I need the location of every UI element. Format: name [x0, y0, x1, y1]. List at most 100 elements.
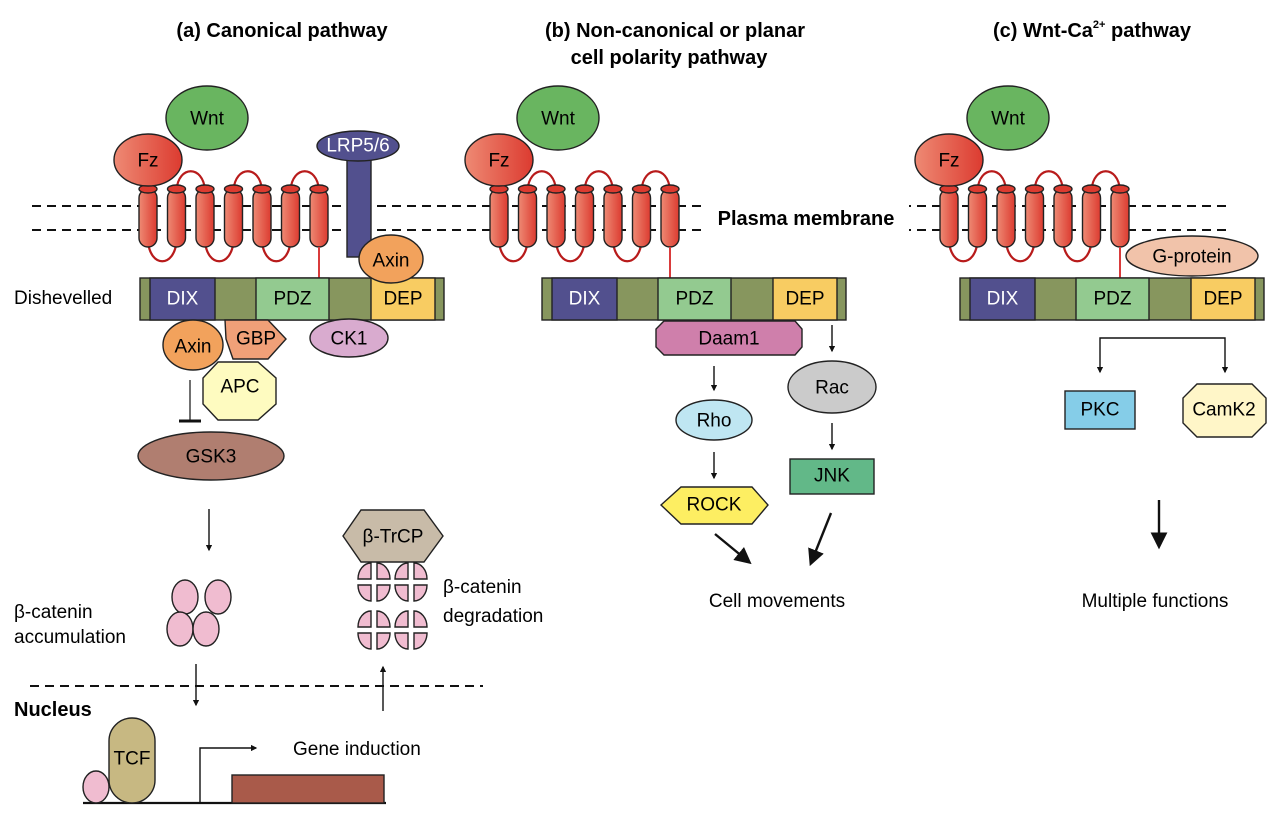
lrp-stem [346, 151, 372, 258]
transmembrane-helix [939, 188, 959, 248]
camk2-label: CamK2 [1192, 400, 1255, 421]
gene-induction-label: Gene induction [293, 739, 421, 760]
rac-label: Rac [815, 378, 849, 399]
intracellular-loop [1004, 240, 1036, 263]
arrow-jnk-to-movement [808, 512, 833, 567]
transmembrane-helix [252, 188, 272, 248]
dix-domain-label: DIX [167, 289, 199, 310]
gbp: GBP [224, 319, 287, 360]
catenin-fragment [394, 584, 409, 602]
nucleus-label: Nucleus [14, 699, 92, 721]
helix-top [1053, 184, 1073, 194]
intracellular-loop [203, 240, 235, 263]
dix-domain-label: DIX [987, 289, 1019, 310]
helix-top [967, 184, 988, 194]
rock-label: ROCK [687, 495, 742, 516]
transmembrane-helix [517, 188, 538, 248]
intracellular-loop [497, 240, 529, 263]
helix-top [280, 184, 301, 194]
dix-domain [551, 277, 618, 321]
gsk3-label: GSK3 [186, 447, 237, 468]
extracellular-loop [526, 170, 558, 191]
axin-complex-shape [162, 319, 224, 371]
plasma-membrane-label: Plasma membrane [718, 208, 895, 230]
wnt-label: Wnt [190, 109, 225, 130]
catenin-fragment [394, 610, 409, 628]
transmembrane-helix [967, 188, 988, 248]
transmembrane-helix [1081, 188, 1102, 248]
fz-shape [113, 133, 183, 187]
transmembrane-helix [195, 188, 215, 248]
camk2-shape [1182, 383, 1267, 438]
g-protein-label: G-protein [1152, 247, 1231, 268]
helix-top [1081, 184, 1102, 194]
extracellular-loop [1033, 170, 1065, 191]
intracellular-loop [554, 240, 586, 263]
transmembrane-helix [996, 188, 1016, 248]
ck1: CK1 [309, 318, 389, 358]
accumulation-label-line1: β-catenin [14, 602, 93, 623]
catenin-fragment [376, 562, 391, 580]
pdz-domain-label: PDZ [676, 289, 714, 310]
transmembrane-helix [223, 188, 244, 248]
catenin-fragment [413, 562, 428, 580]
transmembrane-helix [574, 188, 595, 248]
jnk-label: JNK [814, 466, 850, 487]
extracellular-loop [1090, 170, 1122, 191]
transmembrane-helix [166, 188, 187, 248]
extracellular-loop [232, 170, 264, 191]
helix-top [223, 184, 244, 194]
transmembrane-helix [603, 188, 623, 248]
wnt-label: Wnt [541, 109, 576, 130]
camk2: CamK2 [1182, 383, 1267, 438]
transmembrane-helix [660, 188, 680, 248]
tcf-shape [108, 717, 156, 804]
catenin-fragment [357, 562, 372, 580]
gbp-label: GBP [236, 329, 276, 350]
transmembrane-helix [631, 188, 652, 248]
title-noncanonical-line2: cell polarity pathway [571, 47, 769, 69]
catenin-fragment [357, 632, 372, 650]
fz-label: Fz [488, 151, 509, 172]
arrow-rock-to-movement [714, 533, 752, 565]
pdz-domain [657, 277, 732, 321]
rock: ROCK [659, 486, 769, 525]
extracellular-loop [175, 170, 207, 191]
arrow-split-to-camk2 [1160, 337, 1229, 374]
title-calcium: (c) Wnt-Ca2+ pathway [993, 19, 1192, 42]
catenin-fragment [376, 584, 391, 602]
catenin-fragment [413, 632, 428, 650]
beta-catenin-accumulated [166, 579, 232, 647]
helix-top [631, 184, 652, 194]
axin-complex: Axin [162, 319, 224, 371]
helix-top [660, 184, 680, 194]
accumulation-label-line2: accumulation [14, 627, 126, 648]
title-calcium-superscript: 2+ [1093, 19, 1106, 31]
helix-top [574, 184, 595, 194]
lrp5-6: LRP5/6 [316, 130, 400, 258]
ck1-shape [309, 318, 389, 358]
helix-top [517, 184, 538, 194]
dishevelled-bar: DIX PDZ DEP [139, 277, 445, 321]
gsk3: GSK3 [137, 431, 285, 481]
wnt-label: Wnt [991, 109, 1026, 130]
intracellular-loop [260, 240, 292, 263]
dep-domain-label: DEP [785, 289, 824, 310]
transmembrane-helix [138, 188, 158, 248]
pkc-label: PKC [1080, 400, 1119, 421]
dishevelled-label: Dishevelled [14, 288, 112, 309]
helix-top [252, 184, 272, 194]
catenin-fragment [413, 610, 428, 628]
rock-shape [659, 486, 769, 525]
helix-top [309, 184, 329, 194]
catenin-fragment [357, 610, 372, 628]
degradation-label-line1: β-catenin [443, 577, 522, 598]
apc-label: APC [220, 377, 259, 398]
pdz-domain-label: PDZ [274, 289, 312, 310]
fz-shape [914, 133, 984, 187]
apc: APC [202, 361, 277, 421]
dep-domain-label: DEP [383, 289, 422, 310]
